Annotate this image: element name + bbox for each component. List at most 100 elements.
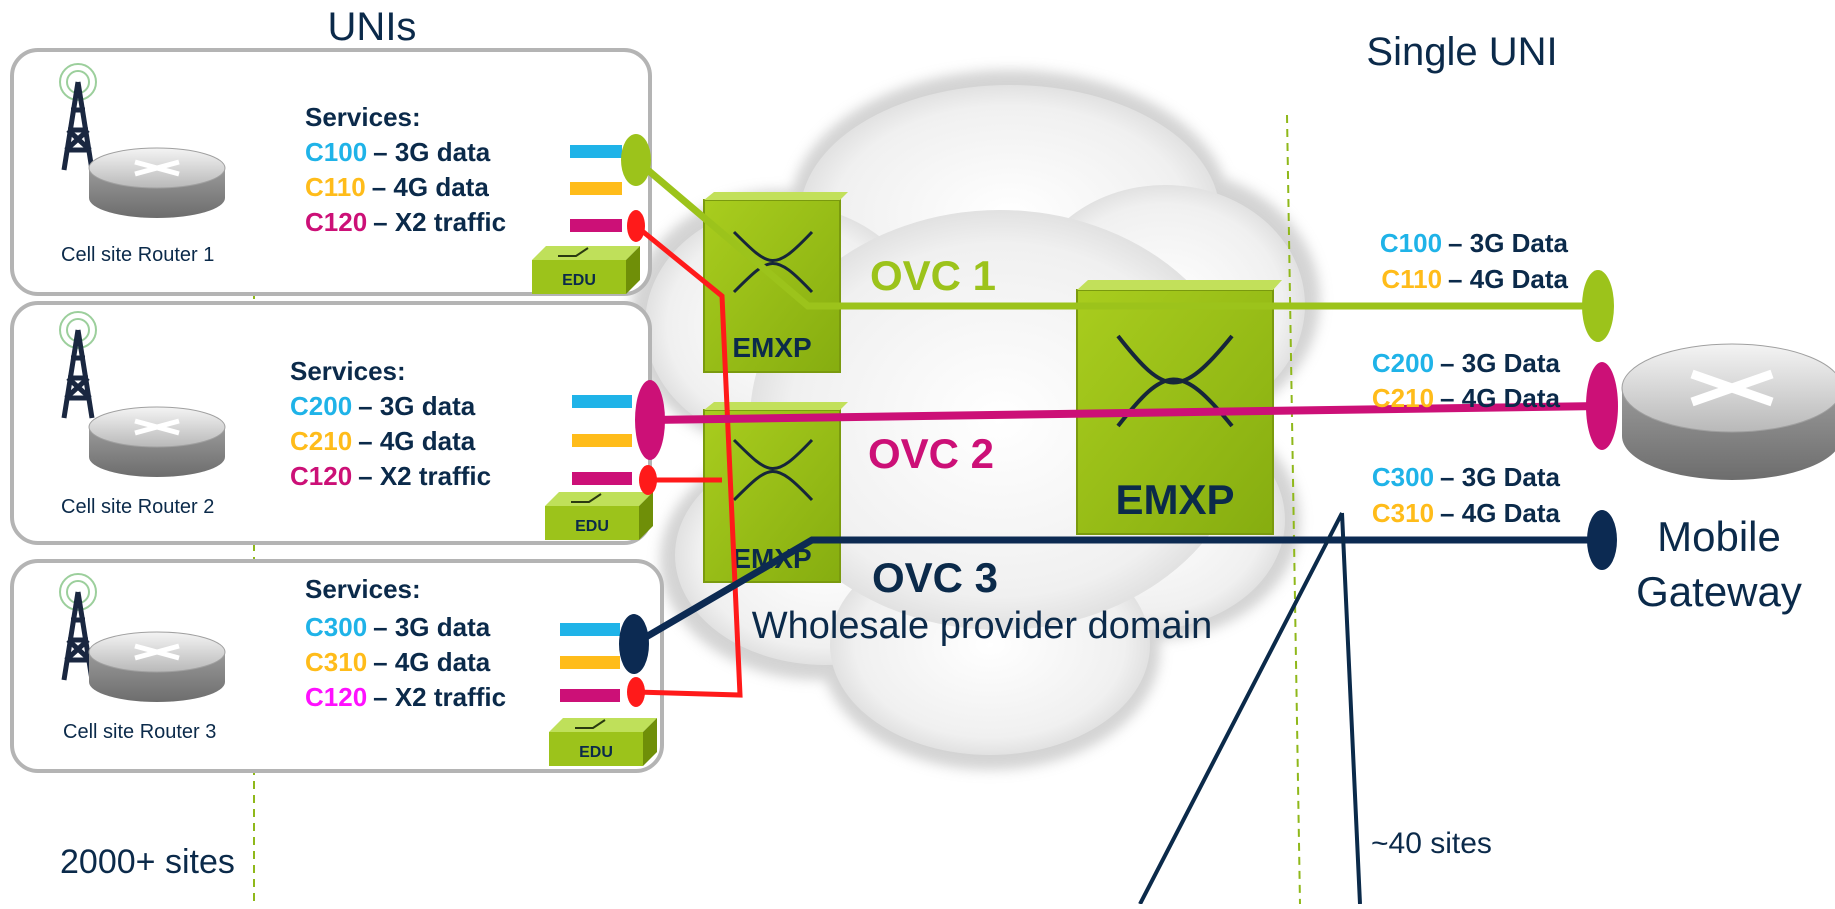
services-title-3: Services: xyxy=(305,574,421,604)
service-desc: – X2 traffic xyxy=(373,207,506,237)
service-code: C300 xyxy=(305,612,367,642)
cell-tower-icon xyxy=(59,311,97,419)
service-code: C310 xyxy=(1372,498,1434,528)
ovc2-endpoint-gateway xyxy=(1586,362,1618,450)
gateway-label-line1: Mobile xyxy=(1657,513,1781,560)
service-bar-4g xyxy=(572,434,632,447)
service-desc: – 3G data xyxy=(373,612,491,642)
service-desc: – 4G Data xyxy=(1440,498,1560,528)
service-code: C210 xyxy=(1372,383,1434,413)
edu-label: EDU xyxy=(579,744,613,761)
callout-lines xyxy=(1138,512,1362,905)
service-line: C120– X2 traffic xyxy=(305,207,506,237)
service-bar-4g xyxy=(570,182,622,195)
ovc2-line xyxy=(649,402,1603,424)
service-line: C100– 3G data xyxy=(305,137,491,167)
right-sites-count: ~40 sites xyxy=(1371,827,1492,860)
edu-label: EDU xyxy=(575,518,609,535)
left-sites-count: 2000+ sites xyxy=(60,843,235,881)
divider-right xyxy=(1286,114,1301,905)
emxp-label: EMXP xyxy=(1115,476,1234,523)
single-uni-header: Single UNI xyxy=(1366,30,1557,74)
ovc2-label: OVC 2 xyxy=(868,430,994,477)
router-icon xyxy=(88,147,226,218)
router-icon xyxy=(88,406,226,477)
service-bar-x2 xyxy=(572,472,632,485)
service-code: C110 xyxy=(305,172,366,202)
site-box-3 xyxy=(10,559,664,773)
ovc3-label: OVC 3 xyxy=(872,554,998,601)
gateway-label-line2: Gateway xyxy=(1636,568,1802,615)
x2-endpoint-site3 xyxy=(627,677,645,707)
service-line: C210– 4G data xyxy=(290,426,476,456)
service-line: C120– X2 traffic xyxy=(290,461,491,491)
domain-label: Wholesale provider domain xyxy=(752,605,1212,647)
service-desc: – 4G data xyxy=(372,172,490,202)
service-line: C100– 3G Data xyxy=(1380,228,1569,258)
service-code: C100 xyxy=(1380,228,1442,258)
ovc1-label: OVC 1 xyxy=(870,252,996,299)
service-code: C310 xyxy=(305,647,367,677)
service-line: C200– 3G Data xyxy=(1372,348,1561,378)
ovc3-endpoint-gateway xyxy=(1587,510,1617,570)
service-bar-x2 xyxy=(560,689,620,702)
service-desc: – 4G data xyxy=(358,426,476,456)
router-label-2: Cell site Router 2 xyxy=(61,496,214,518)
ovc2-endpoint-site2 xyxy=(635,380,665,460)
service-desc: – 3G Data xyxy=(1440,462,1560,492)
service-desc: – X2 traffic xyxy=(373,682,506,712)
router-label-1: Cell site Router 1 xyxy=(61,244,214,266)
ovc1-endpoint-site1 xyxy=(621,134,651,186)
emxp-switch-big: EMXP xyxy=(1076,280,1282,535)
edu-device: EDU xyxy=(532,246,640,294)
service-line: C120– X2 traffic xyxy=(305,682,506,712)
service-code: C120 xyxy=(305,207,367,237)
service-code: C110 xyxy=(1381,264,1442,294)
ovc1-endpoint-gateway xyxy=(1582,270,1614,342)
service-line: C310– 4G data xyxy=(305,647,491,677)
service-code: C120 xyxy=(290,461,352,491)
service-line: C110– 4G Data xyxy=(1381,264,1568,294)
service-desc: – 3G Data xyxy=(1440,348,1560,378)
service-line: C110– 4G data xyxy=(305,172,489,202)
service-desc: – X2 traffic xyxy=(358,461,491,491)
emxp-label: EMXP xyxy=(732,332,811,363)
service-code: C100 xyxy=(305,137,367,167)
service-line: C300– 3G data xyxy=(305,612,491,642)
unis-header: UNIs xyxy=(328,5,417,49)
service-bar-x2 xyxy=(570,219,622,232)
mobile-gateway-router-icon xyxy=(1621,343,1835,480)
ovc3-endpoint-site3 xyxy=(619,614,649,674)
edu-label: EDU xyxy=(562,272,596,289)
service-desc: – 4G Data xyxy=(1440,383,1560,413)
service-code: C120 xyxy=(305,682,367,712)
services-title-1: Services: xyxy=(305,102,421,132)
service-code: C300 xyxy=(1372,462,1434,492)
ovc1-line xyxy=(633,157,1598,310)
x2-endpoint-site1 xyxy=(627,210,645,242)
x2-endpoint-site2 xyxy=(639,465,657,495)
service-code: C200 xyxy=(290,391,352,421)
edu-device: EDU xyxy=(549,718,657,766)
service-code: C200 xyxy=(1372,348,1434,378)
x2-traffic-links xyxy=(634,224,743,698)
service-desc: – 3G data xyxy=(358,391,476,421)
service-line: C300– 3G Data xyxy=(1372,462,1561,492)
edu-device: EDU xyxy=(545,492,653,540)
service-code: C210 xyxy=(290,426,352,456)
service-bar-4g xyxy=(560,656,620,669)
service-desc: – 3G Data xyxy=(1448,228,1568,258)
services-title-2: Services: xyxy=(290,356,406,386)
cell-tower-icon xyxy=(59,63,97,171)
service-bar-3g xyxy=(570,145,622,158)
cell-tower-icon xyxy=(59,573,97,681)
service-bar-3g xyxy=(560,623,620,636)
service-desc: – 4G Data xyxy=(1448,264,1568,294)
service-desc: – 4G data xyxy=(373,647,491,677)
gateway-services: C100– 3G Data C110– 4G Data C200– 3G Dat… xyxy=(1372,228,1569,528)
router-label-3: Cell site Router 3 xyxy=(63,721,216,743)
service-desc: – 3G data xyxy=(373,137,491,167)
service-line: C210– 4G Data xyxy=(1372,383,1561,413)
service-bar-3g xyxy=(572,395,632,408)
